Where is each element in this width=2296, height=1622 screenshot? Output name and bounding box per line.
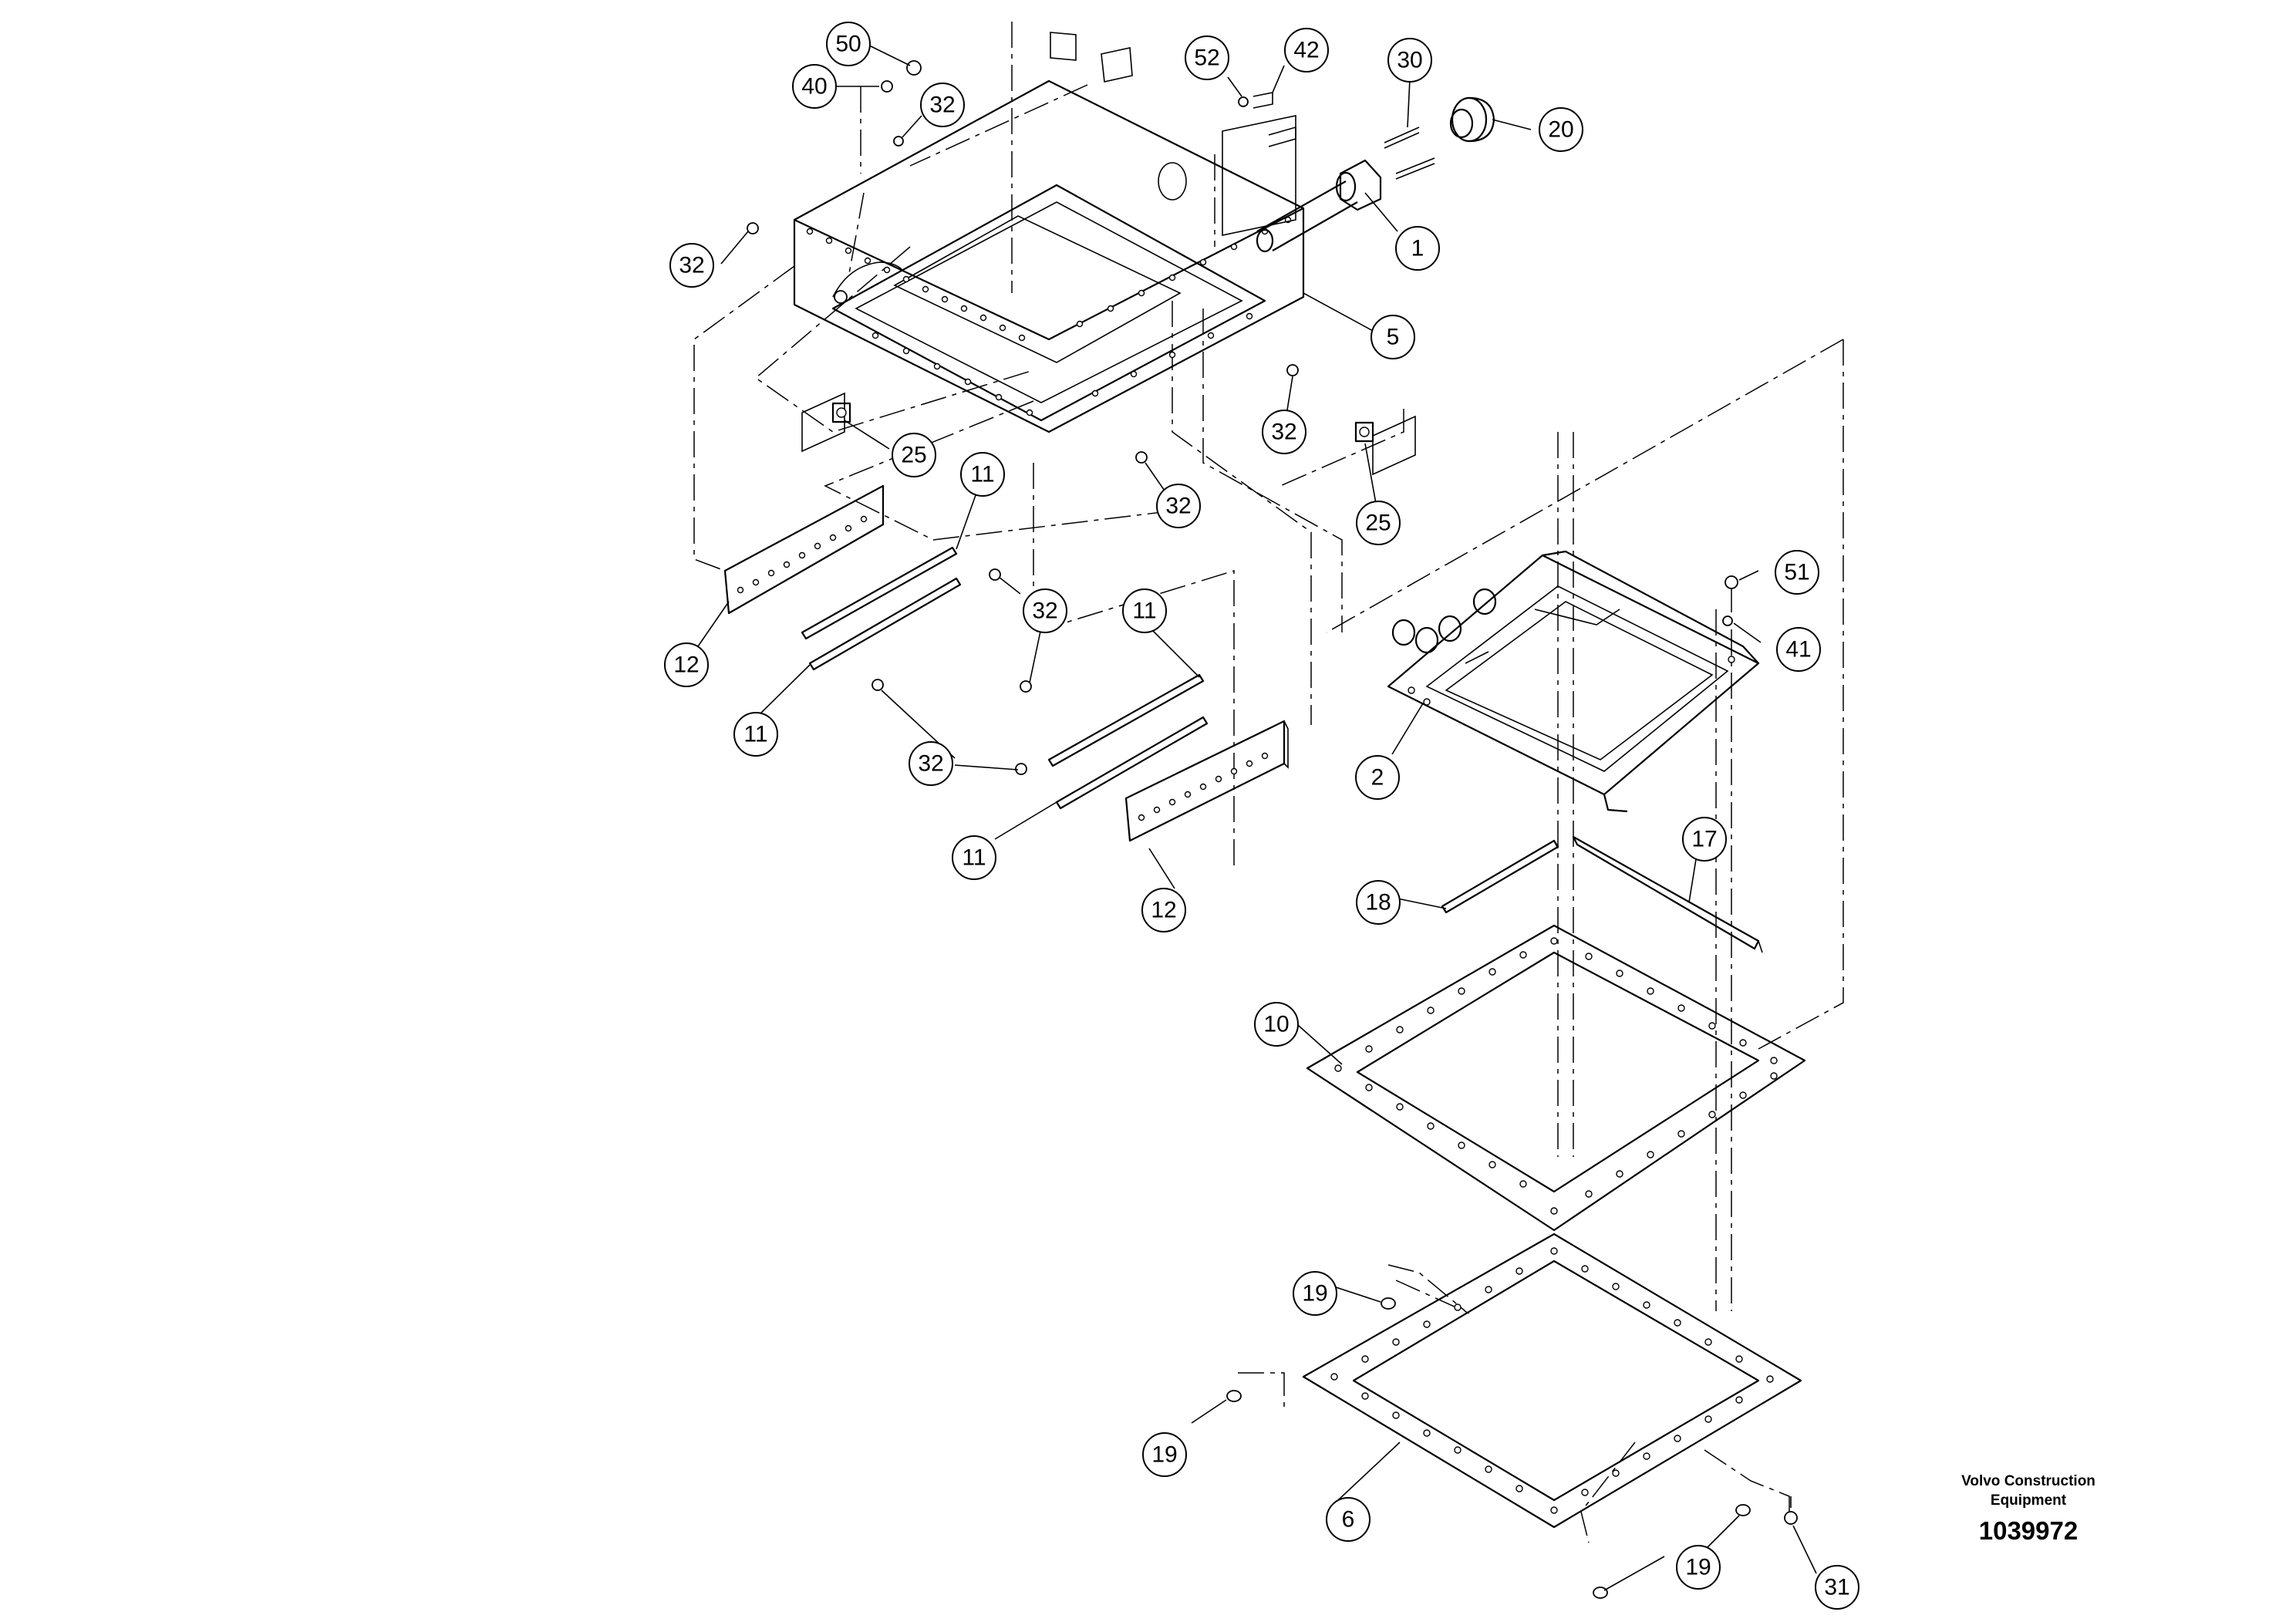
svg-text:32: 32: [1165, 494, 1191, 519]
svg-text:11: 11: [970, 462, 994, 487]
callout-5: 5: [1371, 315, 1415, 359]
grommets-25: [801, 392, 1416, 476]
callout-19-c: 19: [1676, 1545, 1721, 1590]
callout-25-left: 25: [892, 433, 936, 477]
svg-text:5: 5: [1387, 325, 1400, 350]
svg-text:50: 50: [835, 32, 861, 57]
svg-text:18: 18: [1365, 890, 1391, 916]
callout-52: 52: [1185, 35, 1229, 80]
callout-40: 40: [792, 64, 837, 109]
callout-32-mid: 32: [1262, 410, 1306, 454]
plate-12-right: [1124, 720, 1289, 842]
callout-11-c: 11: [733, 712, 778, 757]
callout-12-right: 12: [1141, 888, 1186, 932]
svg-text:2: 2: [1371, 765, 1384, 791]
callout-17: 17: [1682, 817, 1727, 862]
screws-32: [747, 222, 1299, 775]
callout-19-b: 19: [1142, 1432, 1187, 1477]
housing-box: [793, 32, 1305, 433]
bars-11-left: [801, 546, 962, 671]
callout-41: 41: [1776, 627, 1821, 672]
svg-text:17: 17: [1691, 827, 1717, 852]
svg-text:31: 31: [1824, 1575, 1849, 1600]
callout-11-d: 11: [952, 835, 996, 880]
svg-text:6: 6: [1342, 1507, 1355, 1533]
callout-19-a: 19: [1293, 1271, 1337, 1316]
svg-text:42: 42: [1293, 38, 1319, 63]
callout-25-right: 25: [1356, 501, 1401, 545]
strip-18: [1441, 839, 1559, 914]
callout-10: 10: [1254, 1002, 1299, 1047]
svg-text:32: 32: [1271, 420, 1296, 445]
fastener-50-40: [881, 60, 922, 147]
callout-6: 6: [1326, 1497, 1371, 1542]
svg-text:19: 19: [1685, 1555, 1711, 1580]
svg-text:11: 11: [743, 722, 767, 747]
callout-51: 51: [1775, 550, 1819, 595]
svg-text:30: 30: [1397, 48, 1422, 73]
callout-32-top: 32: [920, 83, 965, 127]
bottom-plate-6: [1302, 1233, 1802, 1529]
svg-text:11: 11: [1132, 599, 1156, 624]
leader-lines: [697, 43, 1817, 1591]
callout-11-a: 11: [960, 452, 1005, 497]
callout-50: 50: [826, 22, 871, 66]
plate-12-left: [723, 484, 885, 615]
callout-42: 42: [1284, 28, 1329, 73]
svg-text:1: 1: [1411, 236, 1424, 261]
svg-text:32: 32: [1032, 599, 1057, 624]
svg-text:32: 32: [918, 751, 943, 777]
callout-32-b: 32: [1023, 588, 1067, 633]
callout-18: 18: [1356, 880, 1401, 925]
bracket-42-52: [1222, 92, 1296, 236]
company-name-line-2: Equipment: [1990, 1492, 2067, 1509]
svg-text:40: 40: [801, 74, 827, 99]
plugs-19: [1226, 1297, 1751, 1599]
svg-text:32: 32: [929, 93, 955, 118]
callout-31: 31: [1815, 1565, 1859, 1610]
svg-text:51: 51: [1784, 560, 1809, 585]
callout-2: 2: [1355, 755, 1400, 800]
svg-text:11: 11: [962, 845, 986, 871]
strip-17: [1572, 835, 1763, 953]
bars-11-right: [1047, 673, 1209, 810]
svg-text:19: 19: [1302, 1281, 1327, 1307]
svg-text:19: 19: [1151, 1442, 1177, 1468]
fasteners-51-41: [1722, 575, 1738, 626]
svg-text:52: 52: [1194, 46, 1219, 71]
tray-2: [1387, 550, 1760, 813]
gasket-10: [1306, 924, 1806, 1232]
callout-32-c: 32: [909, 741, 953, 786]
callout-30: 30: [1387, 38, 1432, 83]
drawing-number: 1039972: [1978, 1516, 2079, 1545]
callout-11-b: 11: [1122, 588, 1167, 633]
company-name-line-1: Volvo Construction: [1961, 1473, 2095, 1489]
callout-12-left: 12: [664, 642, 709, 687]
callout-20: 20: [1539, 107, 1583, 152]
svg-text:12: 12: [1151, 898, 1176, 923]
connector-assembly: [1256, 96, 1495, 253]
bolt-31: [1784, 1496, 1798, 1525]
svg-text:25: 25: [901, 443, 926, 468]
callout-32-left: 32: [669, 243, 714, 288]
svg-text:32: 32: [679, 253, 704, 278]
callout-32-right: 32: [1156, 484, 1201, 528]
svg-text:20: 20: [1548, 117, 1573, 143]
callout-1: 1: [1395, 226, 1440, 271]
svg-text:10: 10: [1263, 1012, 1289, 1037]
svg-text:41: 41: [1785, 637, 1811, 663]
svg-text:25: 25: [1365, 511, 1391, 536]
svg-text:12: 12: [673, 653, 699, 678]
company-name: Volvo Construction Equipment: [1913, 1472, 2144, 1510]
